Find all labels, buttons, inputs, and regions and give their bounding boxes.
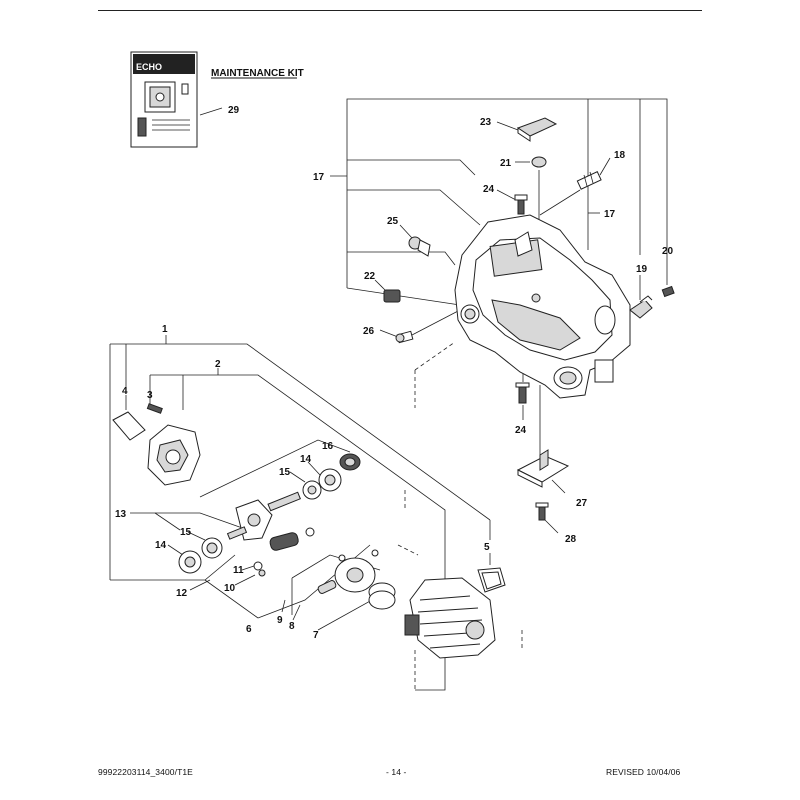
callout-17-left: 17 bbox=[313, 172, 325, 183]
callout-21: 21 bbox=[500, 158, 512, 169]
callout-23: 23 bbox=[480, 117, 492, 128]
callout-24-lower: 24 bbox=[515, 425, 527, 436]
part-20 bbox=[661, 285, 675, 298]
callout-27: 27 bbox=[576, 498, 588, 509]
callout-28: 28 bbox=[565, 534, 577, 545]
header-rule bbox=[98, 10, 702, 11]
callout-labels: 29 23 21 18 17 24 17 25 20 19 22 26 1 2 … bbox=[115, 105, 674, 641]
callout-13: 13 bbox=[115, 509, 127, 520]
callout-4: 4 bbox=[122, 386, 128, 397]
part-24-upper bbox=[514, 194, 528, 215]
callout-8: 8 bbox=[289, 621, 295, 632]
crankshaft bbox=[226, 491, 301, 541]
part-26 bbox=[395, 330, 414, 344]
part-15-upper bbox=[302, 480, 322, 500]
callout-5: 5 bbox=[484, 542, 490, 553]
callout-15-lower: 15 bbox=[180, 527, 192, 538]
callout-1: 1 bbox=[162, 324, 168, 335]
footer-revision-date: REVISED 10/04/06 bbox=[606, 767, 681, 777]
callout-11: 11 bbox=[233, 565, 244, 576]
callout-22: 22 bbox=[364, 271, 376, 282]
callout-17-right: 17 bbox=[604, 209, 616, 220]
callout-7: 7 bbox=[313, 630, 319, 641]
part-4 bbox=[112, 411, 146, 441]
maintenance-kit-title: MAINTENANCE KIT bbox=[211, 68, 304, 79]
part-18 bbox=[576, 171, 602, 190]
callout-3: 3 bbox=[147, 390, 153, 401]
callout-26: 26 bbox=[363, 326, 375, 337]
part-14-lower bbox=[178, 550, 202, 574]
callout-18: 18 bbox=[614, 150, 626, 161]
part-27 bbox=[516, 449, 570, 488]
crankcase-housing bbox=[454, 214, 631, 399]
callout-29: 29 bbox=[228, 105, 240, 116]
callout-16: 16 bbox=[322, 441, 334, 452]
part-21 bbox=[531, 156, 547, 168]
part-24-lower bbox=[515, 382, 530, 404]
callout-6: 6 bbox=[246, 624, 252, 635]
part-19 bbox=[629, 295, 653, 319]
callout-2: 2 bbox=[215, 359, 221, 370]
callout-14-upper: 14 bbox=[300, 454, 312, 465]
part-22 bbox=[383, 289, 401, 303]
callout-25: 25 bbox=[387, 216, 399, 227]
part-16 bbox=[339, 453, 361, 471]
part-14-upper bbox=[318, 468, 342, 492]
callout-19: 19 bbox=[636, 264, 648, 275]
part-25 bbox=[408, 236, 431, 257]
part-23 bbox=[516, 117, 558, 142]
callout-24-upper: 24 bbox=[483, 184, 495, 195]
footer-page-number: - 14 - bbox=[386, 767, 407, 777]
piston-assembly bbox=[317, 549, 396, 610]
maintenance-kit-card: ECHO bbox=[130, 51, 198, 148]
callout-15-upper: 15 bbox=[279, 467, 291, 478]
crankcase-half bbox=[147, 424, 201, 486]
kit-brand-logo: ECHO bbox=[136, 62, 162, 72]
leader-lines bbox=[109, 98, 668, 691]
part-11 bbox=[253, 561, 263, 571]
callout-12: 12 bbox=[176, 588, 188, 599]
part-15-lower bbox=[201, 537, 223, 559]
cylinder-assembly bbox=[404, 567, 506, 659]
part-10 bbox=[258, 569, 266, 577]
part-needle-bearing bbox=[269, 527, 315, 551]
callout-14-lower: 14 bbox=[155, 540, 167, 551]
part-3 bbox=[146, 403, 163, 414]
callout-10: 10 bbox=[224, 583, 236, 594]
footer-doc-number: 99922203114_3400/T1E bbox=[98, 767, 193, 777]
callout-20: 20 bbox=[662, 246, 674, 257]
part-28 bbox=[535, 502, 549, 521]
callout-9: 9 bbox=[277, 615, 283, 626]
